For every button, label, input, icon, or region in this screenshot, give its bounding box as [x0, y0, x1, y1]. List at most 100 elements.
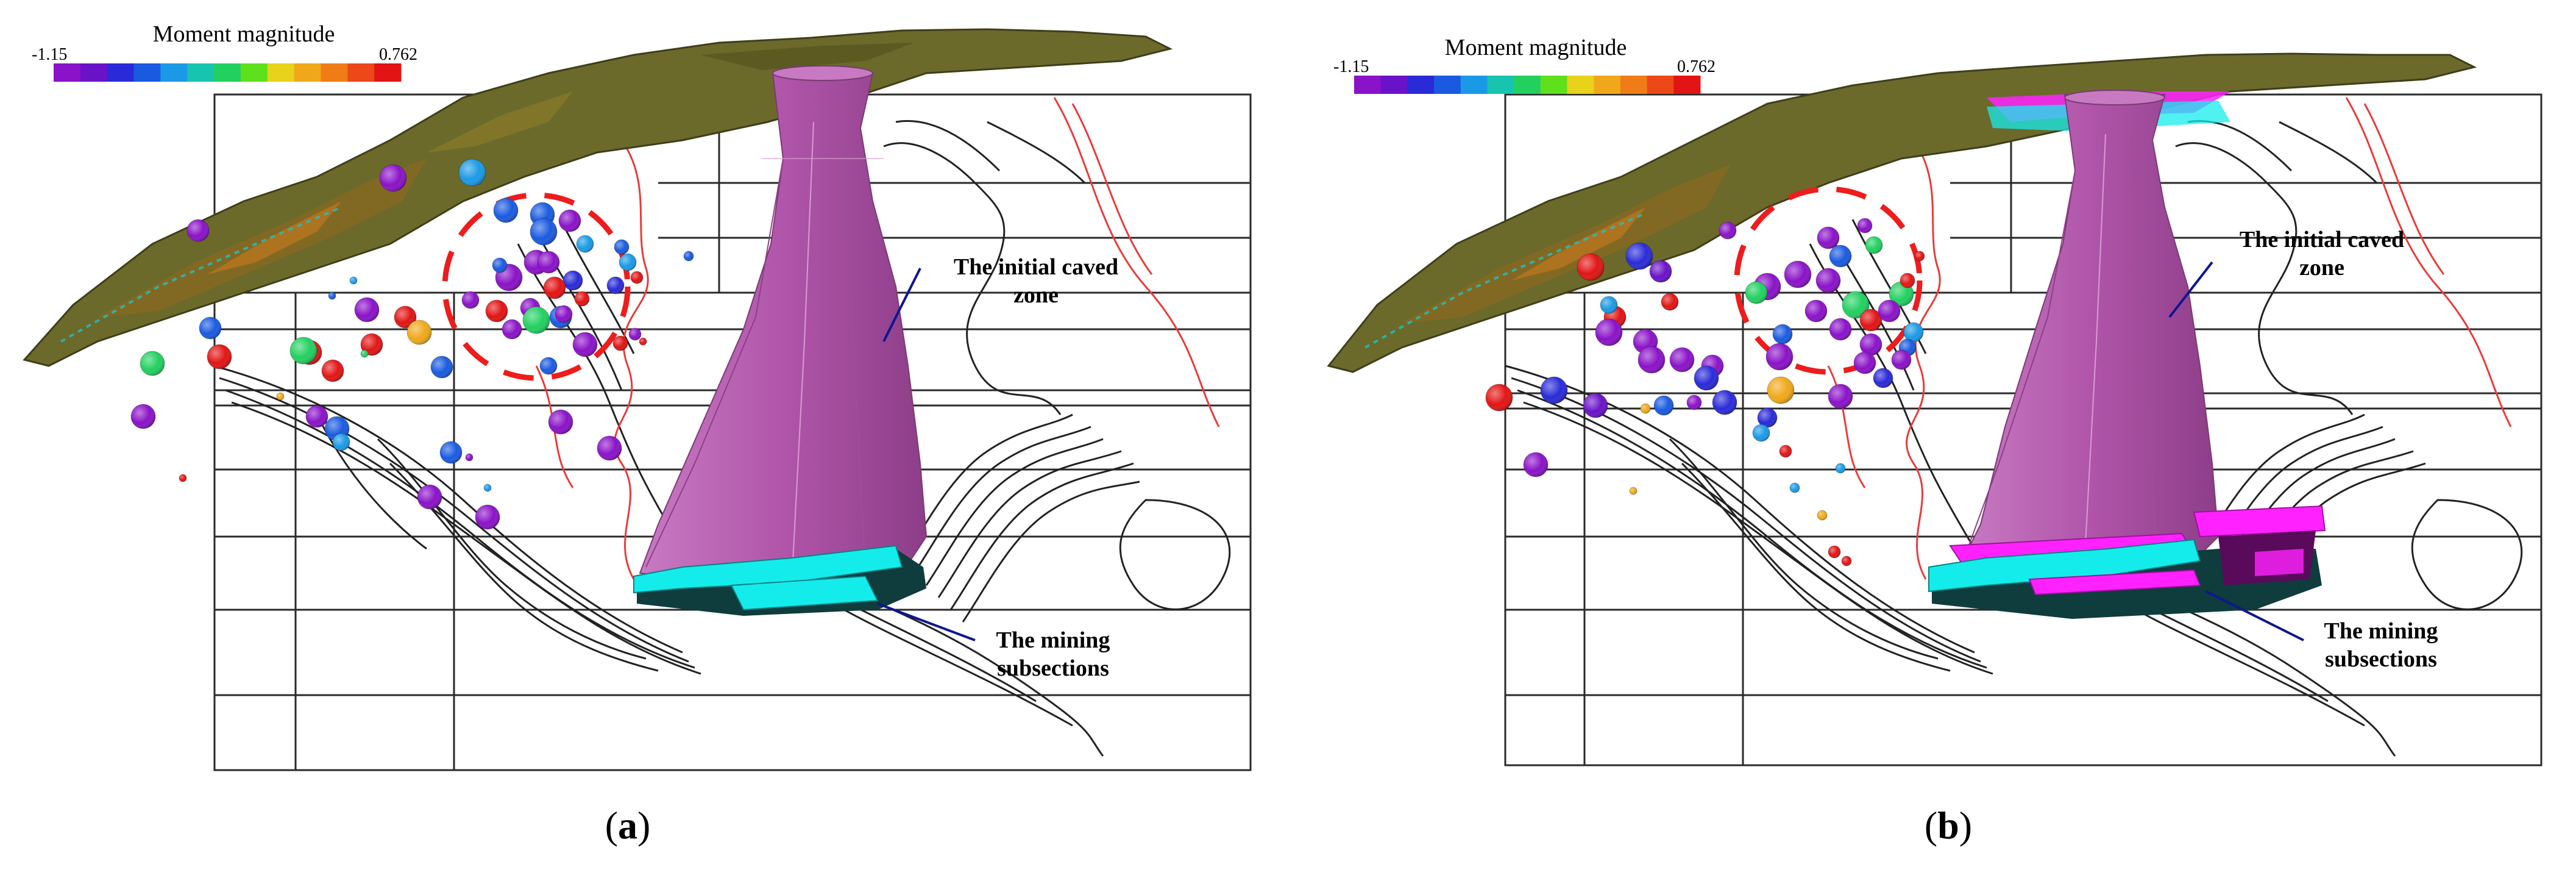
seismic-event-shading	[361, 334, 383, 355]
colorbar-swatch	[1407, 76, 1435, 94]
seismic-event-shading	[486, 300, 508, 322]
seismic-event-shading	[1790, 483, 1800, 493]
seismic-event-shading	[1694, 366, 1719, 390]
colorbar-swatch	[1487, 76, 1514, 94]
seismic-event-shading	[575, 291, 589, 306]
seismic-event-shading	[1892, 350, 1911, 370]
seismic-event-shading	[613, 336, 628, 351]
seismic-event-shading	[459, 159, 486, 186]
seismic-event-shading	[1577, 254, 1604, 280]
colorbar-swatch	[80, 63, 108, 82]
seismic-event-shading	[1630, 487, 1637, 495]
caved-zone-label-line2: zone	[1013, 282, 1059, 308]
colorbar-swatch	[1434, 76, 1461, 94]
seismic-event-shading	[1860, 334, 1882, 355]
seismic-event-shading	[1661, 293, 1678, 310]
seismic-event-shading	[199, 317, 221, 339]
initial-caved-zone	[639, 65, 928, 587]
seismic-event-shading	[140, 351, 165, 376]
colorbar-swatch	[374, 63, 402, 82]
seismic-event-shading	[1842, 556, 1851, 566]
seismic-event-shading	[538, 251, 559, 273]
seismic-event-shading	[1670, 348, 1694, 372]
caved-zone-label-line1: The initial caved	[2240, 227, 2404, 252]
seismic-event-shading	[1650, 260, 1672, 282]
seismic-event-shading	[684, 251, 694, 261]
seismic-event-shading	[1583, 393, 1608, 418]
colorbar-swatch	[1540, 76, 1568, 94]
seismic-event-shading	[1753, 424, 1770, 441]
seismic-event-shading	[484, 484, 491, 491]
seismic-event-shading	[1842, 291, 1869, 318]
seismic-event-shading	[1600, 296, 1617, 313]
seismic-event-shading	[1878, 300, 1900, 322]
panel-a: The initial caved zone The mining subsec…	[23, 21, 1252, 847]
seismic-event-shading	[523, 307, 550, 334]
seismic-event-shading	[494, 198, 518, 223]
seismic-event-shading	[466, 454, 473, 461]
seismic-event-shading	[1595, 319, 1622, 346]
colorbar-swatch	[160, 63, 188, 82]
seismic-event-shading	[207, 345, 232, 369]
seismic-event-shading	[1712, 390, 1737, 415]
seismic-event-shading	[563, 271, 583, 290]
seismic-event-shading	[394, 306, 416, 328]
seismic-event-shading	[1860, 309, 1882, 331]
seismic-event-shading	[131, 404, 155, 429]
mining-label-line2: subsections	[997, 655, 1109, 681]
seismic-event-shading	[290, 337, 317, 364]
seismic-event-shading	[187, 220, 209, 241]
seismic-event-shading	[1779, 445, 1792, 457]
seismic-event-shading	[597, 436, 622, 460]
colorbar-swatches	[1354, 76, 1701, 94]
colorbar-title: Moment magnitude	[1445, 35, 1627, 60]
colorbar-swatch	[1354, 76, 1382, 94]
seismic-event-shading	[1829, 318, 1851, 340]
colorbar-swatch	[1460, 76, 1488, 94]
colorbar-min-label: -1.15	[32, 45, 67, 64]
seismic-event-shading	[1828, 546, 1840, 558]
fault-lines	[1505, 120, 2523, 757]
seismic-event-shading	[1626, 243, 1653, 270]
seismic-event-shading	[1829, 245, 1851, 267]
mining-arrow	[877, 602, 976, 641]
seismic-event-shading	[577, 235, 594, 252]
seismic-event-shading	[179, 474, 186, 482]
seismic-event-shading	[1857, 218, 1872, 233]
caption-b-letter: b	[1937, 804, 1959, 847]
seismic-event-shading	[573, 332, 597, 357]
seismic-event-shading	[1915, 251, 1925, 261]
mining-label-line2: subsections	[2325, 646, 2437, 672]
seismic-event-shading	[540, 357, 557, 374]
seismic-event-shading	[492, 258, 507, 273]
colorbar-swatch	[267, 63, 295, 82]
seismic-event-shading	[1817, 227, 1839, 249]
caption-a: (a)	[605, 804, 651, 847]
caved-zone-label-line1: The initial caved	[954, 254, 1118, 280]
seismic-event-shading	[1654, 396, 1673, 415]
colorbar-swatch	[1567, 76, 1594, 94]
colorbar-max-label: 0.762	[379, 45, 417, 64]
seismic-event-shading	[440, 441, 462, 463]
seismic-event-shading	[629, 328, 641, 340]
seismic-events	[1485, 218, 1925, 566]
seismic-event-shading	[1865, 237, 1882, 254]
seismic-event-shading	[1486, 384, 1513, 411]
seismic-event-shading	[1766, 343, 1793, 370]
seismic-cluster-circle	[442, 192, 631, 381]
seismic-event-shading	[407, 320, 431, 345]
colorbar-swatch	[1514, 76, 1541, 94]
mining-label-line1: The mining	[996, 627, 1110, 653]
panel-b: The initial caved zone The mining subsec…	[1327, 35, 2542, 847]
colorbar-swatch	[214, 63, 241, 82]
seismic-event-shading	[361, 350, 368, 357]
colorbar-swatch	[1380, 76, 1408, 94]
seismic-event-shading	[1836, 463, 1845, 473]
colorbar-swatch	[1673, 76, 1701, 94]
colorbar-swatch	[1647, 76, 1674, 94]
caption-a-letter: a	[618, 804, 637, 847]
seismic-event-shading	[1719, 222, 1736, 239]
seismic-event-shading	[639, 338, 647, 345]
